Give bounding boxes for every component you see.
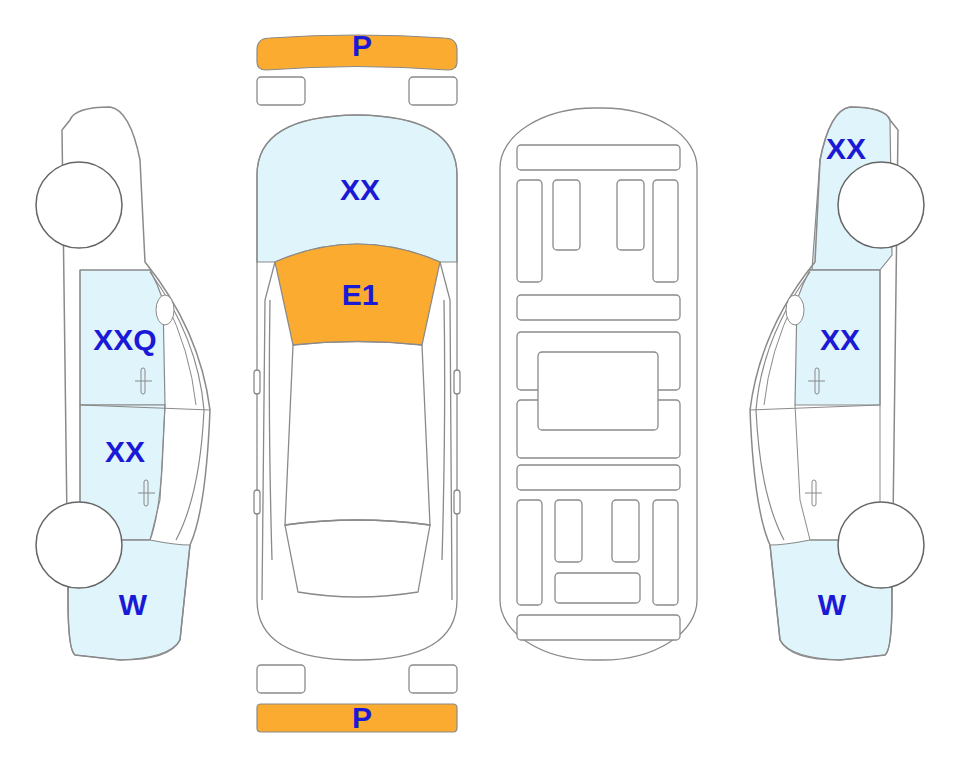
quarter-panel: W: [65, 537, 193, 663]
panel-shape: [77, 402, 168, 543]
damage-code: XX: [826, 134, 866, 164]
damage-code: W: [818, 590, 846, 620]
door-panel: XXQ: [77, 267, 168, 408]
fender-panel: XX: [808, 104, 896, 274]
bumper-panel: P: [254, 30, 460, 74]
panel-fill: [257, 115, 457, 262]
panel-fill: [68, 540, 190, 660]
top-view: [254, 77, 460, 693]
hood-panel: XX: [254, 112, 460, 266]
quarter-panel: W: [767, 537, 895, 663]
panel-shape: [808, 104, 896, 274]
windshield-panel: E1: [272, 236, 444, 348]
damage-code: P: [352, 31, 372, 61]
panel-fill: [257, 704, 457, 732]
damage-code: XX: [105, 437, 145, 467]
right-side-view: [750, 107, 924, 660]
panel-fill: [80, 405, 165, 540]
damage-code: XX: [340, 175, 380, 205]
door-panel: XX: [77, 402, 168, 543]
damage-code: XXQ: [93, 325, 156, 355]
left-side-view: [36, 107, 210, 660]
panel-fill: [275, 244, 440, 345]
panel-fill: [770, 540, 892, 660]
bumper-panel: P: [254, 701, 460, 735]
damage-code: P: [352, 703, 372, 733]
door-panel: XX: [792, 267, 883, 408]
panel-fill: [80, 270, 165, 405]
panel-fill: [812, 107, 892, 270]
panel-fill: [795, 270, 880, 405]
damage-code: E1: [342, 280, 379, 310]
underside-view: [500, 108, 697, 660]
damage-code: W: [119, 590, 147, 620]
damage-code: XX: [820, 325, 860, 355]
